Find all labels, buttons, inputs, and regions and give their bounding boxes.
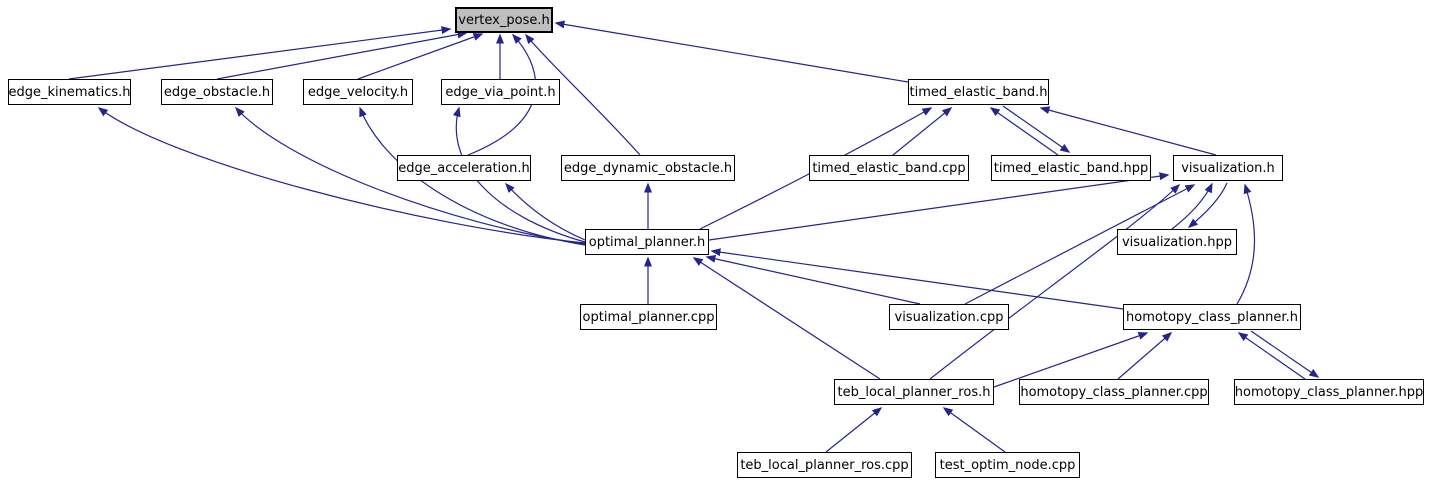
include-edge-teb_local_planner_ros_cpp-to-teb_local_planner_ros_h <box>825 407 883 453</box>
include-edge-homotopy_class_planner_cpp-to-homotopy_class_planner_h <box>1117 332 1173 380</box>
graph-node-label: edge_dynamic_obstacle.h <box>563 160 733 176</box>
include-edge-homotopy_class_planner_h-to-visualization_h <box>1236 183 1256 305</box>
graph-node-visualization_h[interactable]: visualization.h <box>1173 155 1283 181</box>
graph-node-label: homotopy_class_planner.hpp <box>1234 384 1424 400</box>
graph-node-edge_kinematics_h[interactable]: edge_kinematics.h <box>8 79 131 105</box>
include-edge-optimal_planner_h-to-edge_velocity_h <box>359 106 586 246</box>
include-edge-homotopy_class_planner_h-to-homotopy_class_planner_hpp <box>1250 330 1320 378</box>
graph-node-teb_local_planner_ros_h[interactable]: teb_local_planner_ros.h <box>834 379 994 405</box>
graph-node-label: teb_local_planner_ros.cpp <box>740 457 909 473</box>
include-edge-test_optim_node_cpp-to-teb_local_planner_ros_h <box>942 407 1006 453</box>
include-edge-timed_elastic_band_h-to-timed_elastic_band_hpp <box>1002 105 1071 153</box>
graph-node-label: test_optim_node.cpp <box>939 457 1076 473</box>
include-edge-optimal_planner_h-to-edge_kinematics_h <box>97 107 586 244</box>
graph-node-label: optimal_planner.h <box>588 234 706 250</box>
graph-node-label: edge_via_point.h <box>445 84 556 100</box>
graph-node-timed_elastic_band_hpp[interactable]: timed_elastic_band.hpp <box>991 155 1151 181</box>
graph-node-label: optimal_planner.cpp <box>582 309 715 325</box>
graph-node-label: homotopy_class_planner.h <box>1126 309 1298 325</box>
include-edge-visualization_hpp-to-visualization_h <box>1171 182 1213 230</box>
graph-node-edge_via_point_h[interactable]: edge_via_point.h <box>441 79 560 105</box>
graph-node-edge_acceleration_h[interactable]: edge_acceleration.h <box>397 155 531 181</box>
graph-node-visualization_hpp[interactable]: visualization.hpp <box>1117 229 1237 255</box>
graph-node-label: visualization.h <box>1181 160 1275 176</box>
include-edge-optimal_planner_h-to-visualization_h <box>708 172 1170 241</box>
include-edge-optimal_planner_h-to-edge_obstacle_h <box>234 106 586 245</box>
graph-node-test_optim_node_cpp[interactable]: test_optim_node.cpp <box>935 452 1080 478</box>
graph-node-homotopy_class_planner_h[interactable]: homotopy_class_planner.h <box>1123 304 1301 330</box>
include-edge-visualization_h-to-timed_elastic_band_h <box>1039 106 1217 156</box>
include-edge-visualization_h-to-visualization_hpp <box>1187 182 1228 228</box>
graph-node-label: visualization.cpp <box>894 309 1004 325</box>
graph-node-timed_elastic_band_cpp[interactable]: timed_elastic_band.cpp <box>809 155 969 181</box>
graph-node-label: visualization.hpp <box>1121 234 1233 250</box>
graph-node-label: timed_elastic_band.cpp <box>812 160 966 176</box>
graph-node-homotopy_class_planner_cpp[interactable]: homotopy_class_planner.cpp <box>1019 379 1209 405</box>
graph-node-edge_velocity_h[interactable]: edge_velocity.h <box>303 79 413 105</box>
include-edge-timed_elastic_band_cpp-to-timed_elastic_band_h <box>892 107 953 156</box>
include-edge-teb_local_planner_ros_h-to-optimal_planner_h <box>692 257 881 380</box>
include-edge-timed_elastic_band_hpp-to-timed_elastic_band_h <box>989 107 1059 156</box>
include-edge-edge_obstacle_h-to-vertex_pose_h <box>216 30 468 80</box>
graph-node-label: teb_local_planner_ros.h <box>837 384 991 400</box>
graph-node-label: timed_elastic_band.h <box>909 84 1048 100</box>
include-edge-teb_local_planner_ros_h-to-visualization_h <box>929 183 1181 380</box>
graph-node-vertex_pose_h: vertex_pose.h <box>455 7 553 33</box>
graph-node-homotopy_class_planner_hpp[interactable]: homotopy_class_planner.hpp <box>1234 379 1424 405</box>
include-edge-edge_velocity_h-to-vertex_pose_h <box>357 33 484 80</box>
include-edge-edge_dynamic_obstacle_h-to-vertex_pose_h <box>525 33 641 156</box>
graph-node-edge_dynamic_obstacle_h[interactable]: edge_dynamic_obstacle.h <box>561 155 735 181</box>
graph-node-edge_obstacle_h[interactable]: edge_obstacle.h <box>161 79 273 105</box>
graph-node-optimal_planner_h[interactable]: optimal_planner.h <box>585 229 709 255</box>
graph-node-label: edge_kinematics.h <box>8 84 131 100</box>
graph-node-label: edge_acceleration.h <box>398 160 530 176</box>
include-edge-optimal_planner_h-to-edge_via_point_h <box>452 106 586 243</box>
graph-node-timed_elastic_band_h[interactable]: timed_elastic_band.h <box>908 79 1049 105</box>
graph-node-label: timed_elastic_band.hpp <box>993 160 1149 176</box>
graph-node-label: edge_obstacle.h <box>163 84 271 100</box>
include-edge-homotopy_class_planner_h-to-optimal_planner_h <box>710 248 1124 310</box>
include-edge-teb_local_planner_ros_h-to-homotopy_class_planner_h <box>993 332 1149 388</box>
graph-node-label: vertex_pose.h <box>458 12 550 28</box>
include-edge-edge_kinematics_h-to-vertex_pose_h <box>68 26 452 80</box>
include-edge-homotopy_class_planner_hpp-to-homotopy_class_planner_h <box>1237 332 1306 380</box>
include-edge-timed_elastic_band_h-to-vertex_pose_h <box>554 20 909 83</box>
include-edge-optimal_planner_h-to-edge_acceleration_h <box>504 182 586 241</box>
graph-node-visualization_cpp[interactable]: visualization.cpp <box>889 304 1009 330</box>
include-edge-visualization_cpp-to-optimal_planner_h <box>705 254 921 305</box>
graph-node-label: edge_velocity.h <box>307 84 409 100</box>
graph-node-teb_local_planner_ros_cpp[interactable]: teb_local_planner_ros.cpp <box>737 452 912 478</box>
graph-node-label: homotopy_class_planner.cpp <box>1020 384 1208 400</box>
graph-node-optimal_planner_cpp[interactable]: optimal_planner.cpp <box>580 304 717 330</box>
